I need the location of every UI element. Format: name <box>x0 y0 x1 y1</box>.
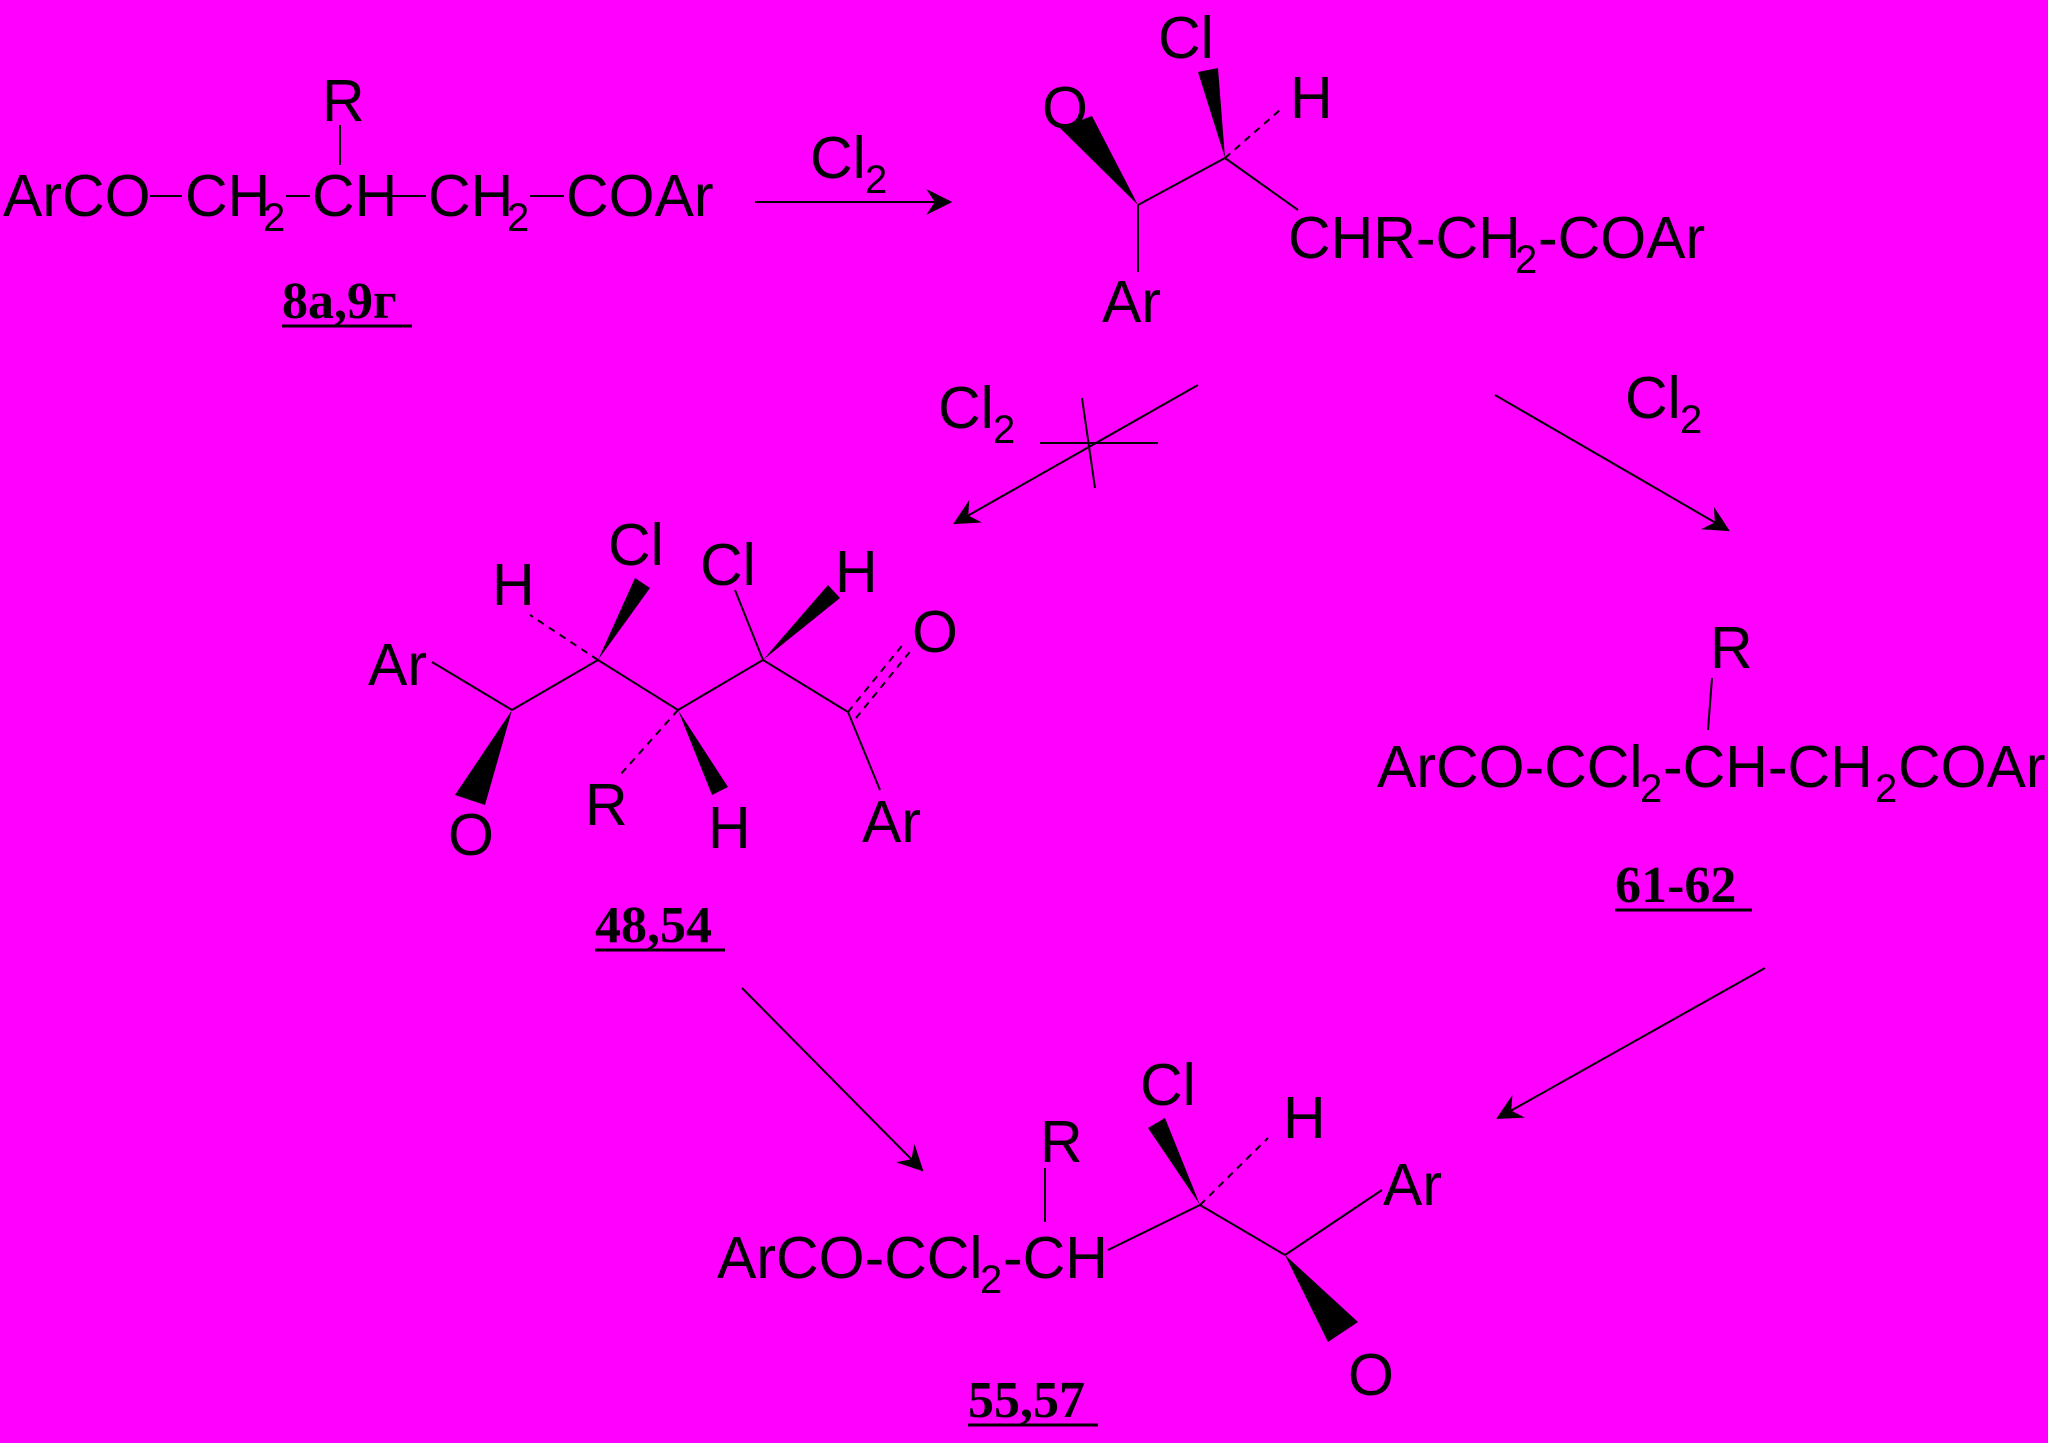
c55-bond-c-c <box>1199 1204 1286 1256</box>
sm-ch-label: CH <box>312 163 397 229</box>
c48-h-bottom: H <box>708 795 751 861</box>
arrow-2-reagent-sub: 2 <box>993 408 1015 452</box>
int-bond-c-chain <box>1224 157 1299 211</box>
c55-chain-a-sub: 2 <box>980 1258 1002 1302</box>
compound-55-57: 55,57 <box>968 1372 1085 1429</box>
c55-wedge-o <box>1285 1255 1358 1342</box>
int-chain-tail: -COAr <box>1538 205 1705 271</box>
arrow-4 <box>741 987 924 1172</box>
c48-cl-left: Cl <box>608 512 664 578</box>
c61-chain-b-sub: 2 <box>1875 767 1897 811</box>
c48-o-bottom: O <box>448 802 494 868</box>
arrow-1-reagent-sub: 2 <box>865 158 887 202</box>
c61-r-label: R <box>1710 615 1753 681</box>
c48-wedge-o <box>455 710 512 805</box>
c55-cl-label: Cl <box>1140 1052 1196 1118</box>
int-cl-label: Cl <box>1158 5 1214 71</box>
int-wedge-o <box>1060 116 1138 205</box>
c48-h-right: H <box>835 539 878 605</box>
c55-o-label: O <box>1348 1342 1394 1408</box>
c48-wedge-h-bottom <box>678 710 728 795</box>
starting-material: R ArCO CH 2 CH CH 2 COAr 8a,9г <box>3 68 714 330</box>
c55-dash-h <box>1199 1137 1269 1206</box>
compound-61-62: 61-62 <box>1615 857 1736 914</box>
c55-ar-label: Ar <box>1383 1152 1442 1218</box>
sm-ch2-2-sub: 2 <box>507 196 529 240</box>
c61-chain-b: -CH-CH <box>1663 734 1873 800</box>
c48-bond-c1-c2 <box>511 659 599 711</box>
c61-chain-a: ArCO-CCl <box>1377 734 1642 800</box>
c48-dash-o-2 <box>855 647 914 719</box>
compound-48-54-structure: H Cl Cl H O Ar O R H Ar 48,54 <box>368 512 958 954</box>
arrow-2 <box>953 384 1199 525</box>
c48-bond-c4-cl <box>734 589 764 661</box>
c48-ar-right: Ar <box>862 789 921 855</box>
c55-r-label: R <box>1040 1109 1083 1175</box>
c55-chain-b: -CH <box>1003 1225 1108 1291</box>
sm-arco-label: ArCO <box>3 163 151 229</box>
c48-wedge-h-right <box>763 585 840 660</box>
c48-o-right: O <box>912 599 958 665</box>
int-chain-sub: 2 <box>1515 238 1537 282</box>
arrow-1-group: Cl 2 <box>755 125 953 215</box>
c61-chain-a-sub: 2 <box>1640 767 1662 811</box>
arrow-2-reagent: Cl <box>938 375 994 441</box>
c61-r-bond <box>1707 677 1713 731</box>
c48-bond-c5-ar <box>847 711 881 791</box>
arrow-1-reagent: Cl <box>810 125 866 191</box>
c55-h-label: H <box>1283 1085 1326 1151</box>
c55-bond-ch-c <box>1107 1204 1201 1251</box>
compound-61-62-structure: R ArCO-CCl 2 -CH-CH 2 COAr 61-62 <box>1377 615 2046 914</box>
int-bond-c-c <box>1137 157 1226 206</box>
arrow-3-group: Cl 2 <box>1494 365 1730 532</box>
c48-ar-left: Ar <box>368 632 427 698</box>
c48-bond-c3-c4 <box>677 659 764 711</box>
c48-bond-c2-c3 <box>597 659 679 711</box>
int-chain-label: CHR-CH <box>1288 205 1521 271</box>
int-dash-h <box>1224 109 1281 159</box>
compound-8a-9g: 8a,9г <box>282 273 397 330</box>
c48-wedge-cl <box>598 578 650 660</box>
c48-dash-o-1 <box>847 641 906 713</box>
sm-r-label: R <box>322 68 365 134</box>
c61-chain-c: COAr <box>1898 734 2046 800</box>
int-wedge-cl <box>1198 68 1225 158</box>
arrow-2-cross-v <box>1081 397 1096 489</box>
compound-55-57-structure: R ArCO-CCl 2 -CH Cl H Ar O 55,57 <box>717 1052 1442 1429</box>
arrow-blocked-group: Cl 2 <box>938 375 1199 525</box>
compound-48-54: 48,54 <box>595 897 712 954</box>
c55-chain-a: ArCO-CCl <box>717 1225 982 1291</box>
c55-wedge-cl <box>1148 1118 1200 1205</box>
sm-ch2-1-sub: 2 <box>263 196 285 240</box>
c48-bond-ar-c1 <box>431 661 513 711</box>
c55-bond-c-ar <box>1284 1189 1383 1256</box>
arrow-3-reagent-sub: 2 <box>1680 398 1702 442</box>
c48-r-label: R <box>585 772 628 838</box>
int-h-label: H <box>1290 65 1333 131</box>
int-ar-label: Ar <box>1102 269 1161 335</box>
arrow-5 <box>1496 967 1766 1120</box>
c48-h-left: H <box>492 552 535 618</box>
sm-ch2-1-label: CH <box>185 163 270 229</box>
c48-cl-right: Cl <box>700 532 756 598</box>
intermediate-monochloro: O Cl H Ar CHR-CH 2 -COAr <box>1042 5 1705 335</box>
sm-coar-label: COAr <box>566 163 714 229</box>
c48-bond-c4-c5 <box>762 659 849 713</box>
c48-dash-r <box>619 709 679 776</box>
c48-dash-h-left <box>529 614 599 661</box>
arrow-3-reagent: Cl <box>1625 365 1681 431</box>
sm-ch2-2-label: CH <box>428 163 513 229</box>
arrow-3 <box>1494 394 1730 532</box>
